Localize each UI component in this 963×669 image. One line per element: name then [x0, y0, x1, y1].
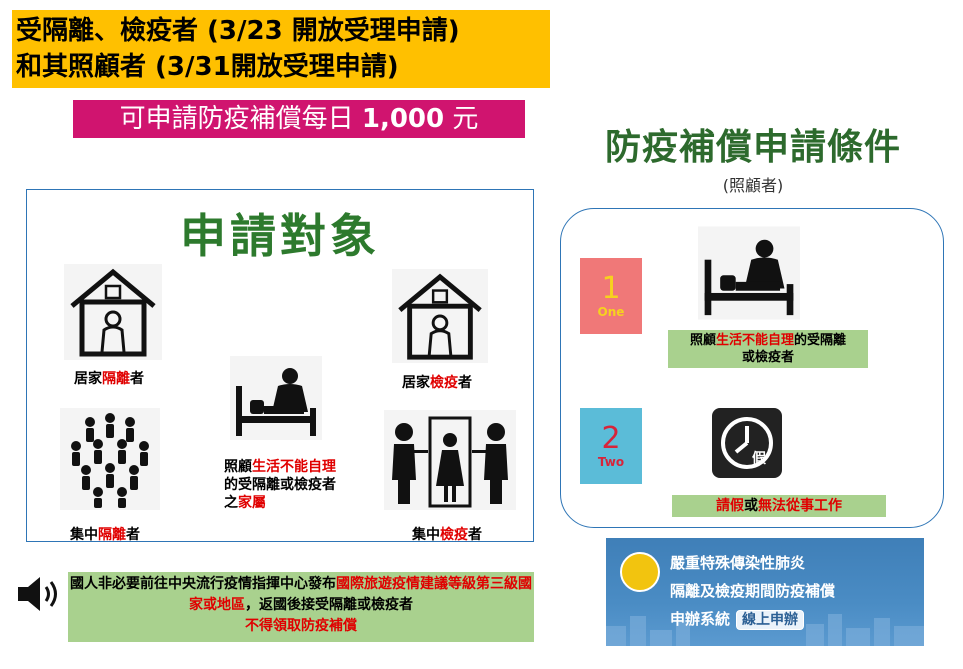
amount-value: 1,000	[361, 104, 445, 134]
system-line-3: 申辦系統線上申辦	[670, 608, 805, 630]
compensation-amount-box: 可申請防疫補償每日 1,000 元	[73, 100, 525, 138]
clock-leave-icon: 假	[712, 408, 782, 478]
caregiver-family-label: 照顧生活不能自理的受隔離或檢疫者之家屬	[224, 459, 336, 511]
top-banner: 受隔離、檢疫者 (3/23 開放受理申請) 和其照顧者 (3/31開放受理申請)	[12, 10, 550, 88]
caregiver-bed-icon	[698, 226, 800, 320]
home-quarantine-label: 居家檢疫者	[402, 375, 472, 391]
house-person-icon	[392, 268, 488, 364]
quarantine-officers-icon	[384, 410, 516, 510]
amount-prefix: 可申請防疫補償每日	[119, 104, 362, 134]
condition-one-number: 1	[601, 271, 621, 306]
condition-two-number: 2	[601, 421, 621, 456]
condition-two-tile: 2 Two	[580, 408, 642, 484]
condition-one-tile: 1 One	[580, 258, 642, 334]
applicants-title: 申請對象	[180, 209, 380, 263]
conditions-panel	[560, 208, 944, 528]
warning-notice: 國人非必要前往中央流行疫情指揮中心發布國際旅遊疫情建議等級第三級國家或地區，返國…	[68, 572, 534, 642]
condition-two-label: 請假或無法從事工作	[672, 495, 886, 517]
applicants-panel	[26, 189, 534, 542]
ministry-logo-icon	[620, 552, 660, 592]
online-application-banner[interactable]: 嚴重特殊傳染性肺炎 隔離及檢疫期間防疫補償 申辦系統線上申辦	[606, 538, 924, 646]
system-line-1: 嚴重特殊傳染性肺炎	[670, 554, 806, 572]
banner-line-2: 和其照顧者 (3/31開放受理申請)	[16, 52, 399, 82]
central-isolation-label: 集中隔離者	[70, 527, 140, 543]
crowd-icon	[60, 408, 160, 510]
banner-line-1: 受隔離、檢疫者 (3/23 開放受理申請)	[16, 16, 460, 46]
system-line-2: 隔離及檢疫期間防疫補償	[670, 582, 836, 600]
house-person-icon	[64, 264, 162, 360]
clock-leave-char: 假	[752, 451, 766, 467]
condition-one-word: One	[597, 305, 625, 319]
condition-one-label: 照顧生活不能自理的受隔離或檢疫者	[668, 330, 868, 368]
conditions-title: 防疫補償申請條件	[604, 127, 901, 168]
central-quarantine-label: 集中檢疫者	[412, 527, 482, 543]
speaker-icon	[16, 574, 64, 614]
conditions-subtitle: (照顧者)	[722, 176, 784, 195]
city-skyline-decor	[606, 614, 924, 646]
online-apply-button[interactable]: 線上申辦	[736, 610, 805, 630]
condition-two-word: Two	[597, 455, 625, 469]
caregiver-bed-icon	[230, 356, 322, 440]
home-isolation-label: 居家隔離者	[74, 371, 144, 387]
amount-suffix: 元	[444, 104, 479, 134]
